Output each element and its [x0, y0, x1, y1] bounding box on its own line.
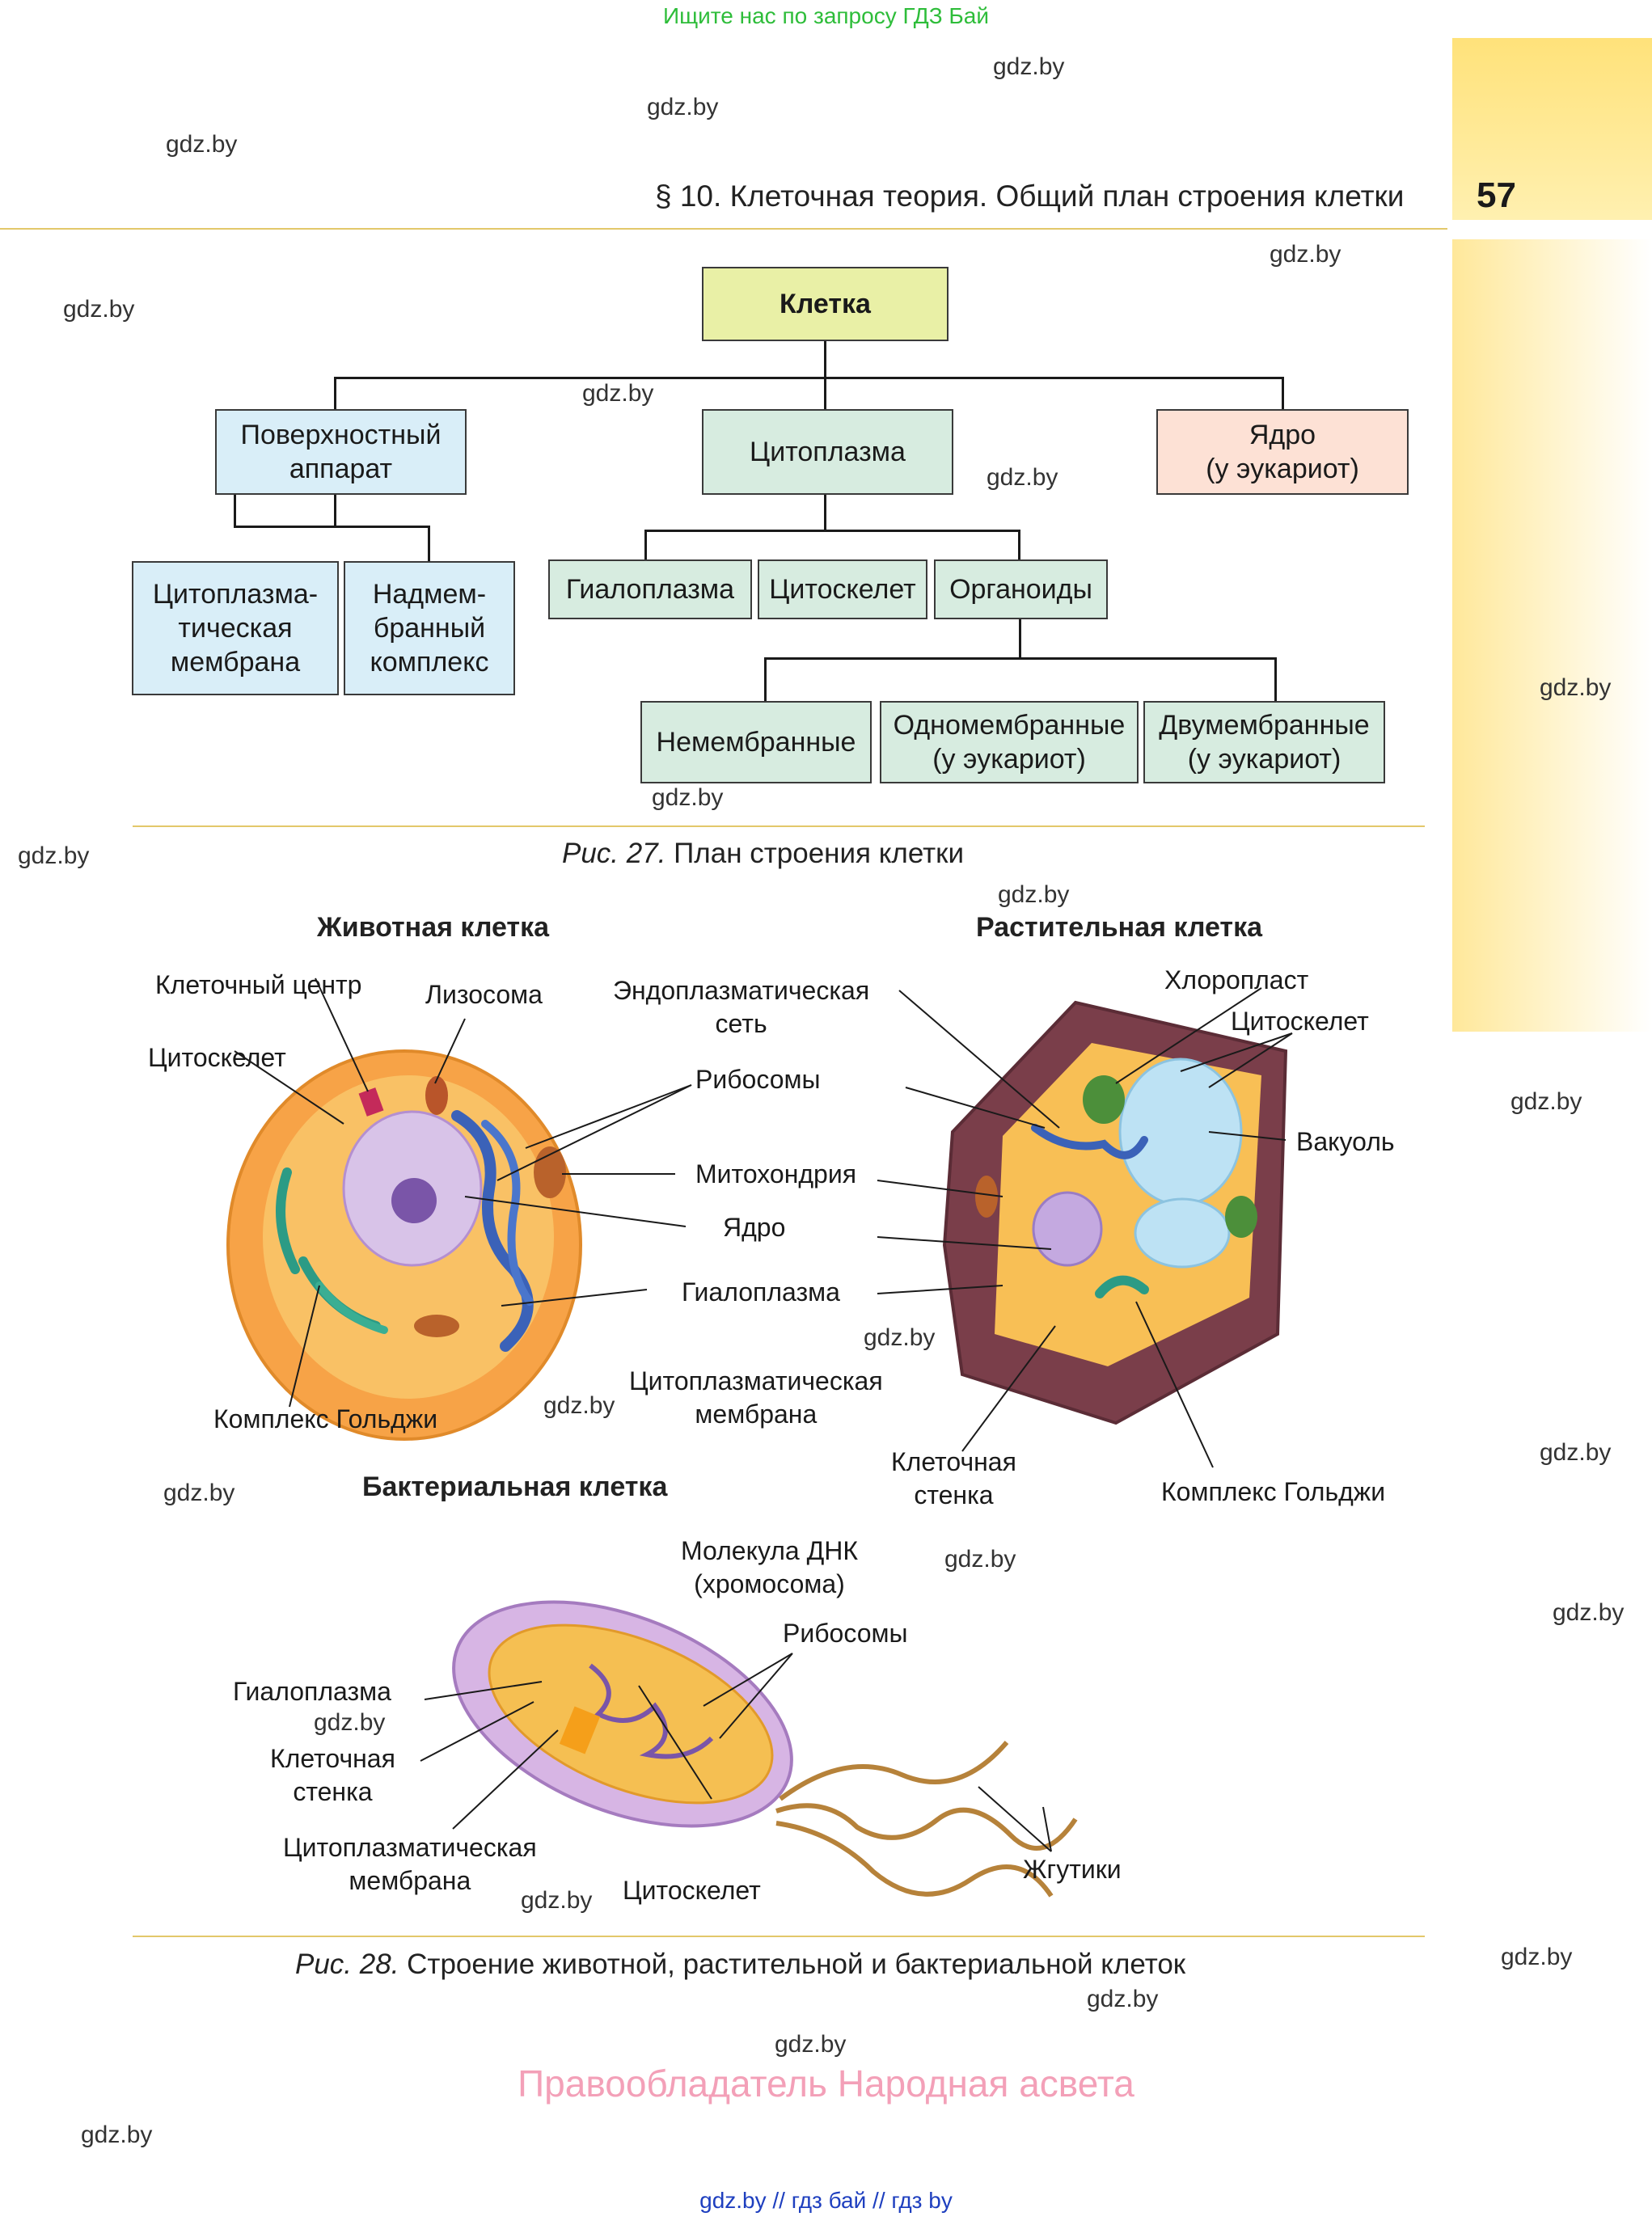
- watermark: gdz.by: [1270, 241, 1341, 268]
- connector: [1282, 377, 1284, 411]
- connector: [1274, 657, 1277, 703]
- fig27-number: Рис. 27.: [562, 838, 666, 869]
- watermark: gdz.by: [1501, 1944, 1573, 1970]
- connector: [428, 526, 430, 563]
- page-tab: 57: [1452, 38, 1652, 220]
- connector: [824, 340, 826, 378]
- watermark: gdz.by: [543, 1392, 615, 1419]
- label-bacterial-membrane: Цитоплазматическая мембрана: [283, 1833, 537, 1895]
- connector: [334, 377, 336, 411]
- box-onemembrane: Одномембранные (у эукариот): [880, 701, 1139, 783]
- box-cytoplasm: Цитоплазма: [702, 409, 953, 495]
- bacterial-cell-drawing: [452, 1600, 1078, 1898]
- box-cell: Клетка: [702, 267, 949, 341]
- connector: [234, 526, 430, 528]
- watermark: gdz.by: [993, 53, 1065, 80]
- box-surface-apparatus: Поверхностный аппарат: [215, 409, 467, 495]
- connector: [334, 493, 336, 527]
- watermark: gdz.by: [1540, 1439, 1612, 1466]
- label-vacuole: Вакуоль: [1296, 1127, 1395, 1156]
- label-nucleus: Ядро: [723, 1213, 786, 1242]
- header-rule: [0, 228, 1447, 230]
- leader-lines: [234, 977, 1293, 1852]
- watermark: gdz.by: [1553, 1599, 1625, 1626]
- watermark: gdz.by: [314, 1709, 386, 1736]
- connector: [1019, 619, 1021, 659]
- connector: [334, 377, 1284, 379]
- watermark: gdz.by: [647, 94, 719, 120]
- section-title: § 10. Клеточная теория. Общий план строе…: [655, 179, 1405, 213]
- box-membrane: Цитоплазма- тическая мембрана: [132, 561, 339, 695]
- plant-cell-drawing: [942, 1000, 1288, 1425]
- watermark: gdz.by: [163, 1480, 235, 1506]
- watermark: gdz.by: [987, 464, 1058, 491]
- label-hyaloplasm: Гиалоплазма: [682, 1277, 840, 1307]
- connector: [764, 657, 1277, 660]
- box-organoids: Органоиды: [934, 559, 1108, 619]
- box-hyaloplasm: Гиалоплазма: [548, 559, 752, 619]
- connector: [234, 493, 236, 527]
- watermark: gdz.by: [1510, 1088, 1582, 1115]
- label-cell-center: Клеточный центр: [155, 970, 362, 999]
- page-number: 57: [1477, 175, 1516, 215]
- watermark: gdz.by: [63, 296, 135, 323]
- connector: [764, 657, 767, 703]
- box-cytoskeleton: Цитоскелет: [758, 559, 927, 619]
- connector: [1018, 530, 1020, 562]
- fig28-text: Строение животной, растительной и бактер…: [399, 1948, 1186, 1980]
- caption-rule: [133, 1936, 1425, 1937]
- label-plant-cell-wall: Клеточная стенка: [891, 1447, 1016, 1509]
- connector: [644, 530, 1020, 532]
- label-bacterial-ribosomes: Рибосомы: [783, 1619, 908, 1648]
- watermark: gdz.by: [864, 1324, 936, 1351]
- watermark: gdz.by: [521, 1887, 593, 1914]
- watermark: gdz.by: [944, 1546, 1016, 1573]
- watermark: gdz.by: [652, 784, 724, 811]
- plant-cell-title: Растительная клетка: [976, 912, 1263, 943]
- label-bacterial-cytoskeleton: Цитоскелет: [623, 1876, 761, 1905]
- box-nonmembrane: Немембранные: [640, 701, 872, 783]
- animal-cell-drawing: [226, 1049, 582, 1441]
- label-bacterial-cell-wall: Клеточная стенка: [270, 1744, 395, 1806]
- copyright-notice: Правообладатель Народная асвета: [518, 2062, 1134, 2105]
- label-flagella: Жгутики: [1023, 1855, 1122, 1884]
- fig27-caption: Рис. 27. План строения клетки: [562, 838, 964, 870]
- label-animal-cytoskeleton: Цитоскелет: [148, 1043, 286, 1072]
- connector: [824, 377, 826, 411]
- box-nucleus: Ядро (у эукариот): [1156, 409, 1409, 495]
- animal-cell-title: Животная клетка: [317, 912, 550, 943]
- top-banner[interactable]: Ищите нас по запросу ГДЗ Бай: [662, 3, 990, 28]
- label-animal-golgi: Комплекс Гольджи: [213, 1404, 438, 1433]
- label-mitochondria: Митохондрия: [695, 1159, 857, 1188]
- connector: [824, 493, 826, 530]
- fig28-caption: Рис. 28. Строение животной, растительной…: [295, 1948, 1185, 1981]
- fig27-text: План строения клетки: [665, 838, 965, 869]
- caption-rule: [133, 825, 1425, 827]
- watermark: gdz.by: [81, 2122, 153, 2148]
- watermark: gdz.by: [18, 842, 90, 869]
- side-strip: [1452, 239, 1652, 1032]
- label-cytoplasmic-membrane: Цитоплазматическая мембрана: [629, 1366, 883, 1429]
- watermark: gdz.by: [1087, 1986, 1159, 2012]
- label-plant-cytoskeleton: Цитоскелет: [1231, 1007, 1369, 1036]
- watermark: gdz.by: [166, 131, 238, 158]
- label-bacterial-hyaloplasm: Гиалоплазма: [233, 1677, 391, 1706]
- label-endoplasmic-reticulum: Эндоплазматическая сеть: [613, 976, 870, 1038]
- watermark: gdz.by: [998, 881, 1070, 908]
- label-dna-molecule: Молекула ДНК (хромосома): [681, 1536, 859, 1598]
- label-chloroplast: Хлоропласт: [1164, 965, 1309, 994]
- fig28-number: Рис. 28.: [295, 1948, 399, 1980]
- watermark: gdz.by: [1540, 674, 1612, 701]
- footer-links[interactable]: gdz.by // гдз бай // гдз by: [699, 2188, 953, 2213]
- label-ribosomes: Рибосомы: [695, 1065, 821, 1094]
- bacterial-cell-title: Бактериальная клетка: [362, 1471, 668, 1502]
- connector: [644, 530, 647, 562]
- watermark: gdz.by: [582, 380, 654, 407]
- watermark: gdz.by: [775, 2031, 847, 2058]
- label-lysosome: Лизосома: [425, 980, 543, 1009]
- label-plant-golgi: Комплекс Гольджи: [1161, 1477, 1386, 1506]
- box-supramembrane-complex: Надмем- бранный комплекс: [344, 561, 515, 695]
- box-twomembrane: Двумембранные (у эукариот): [1143, 701, 1385, 783]
